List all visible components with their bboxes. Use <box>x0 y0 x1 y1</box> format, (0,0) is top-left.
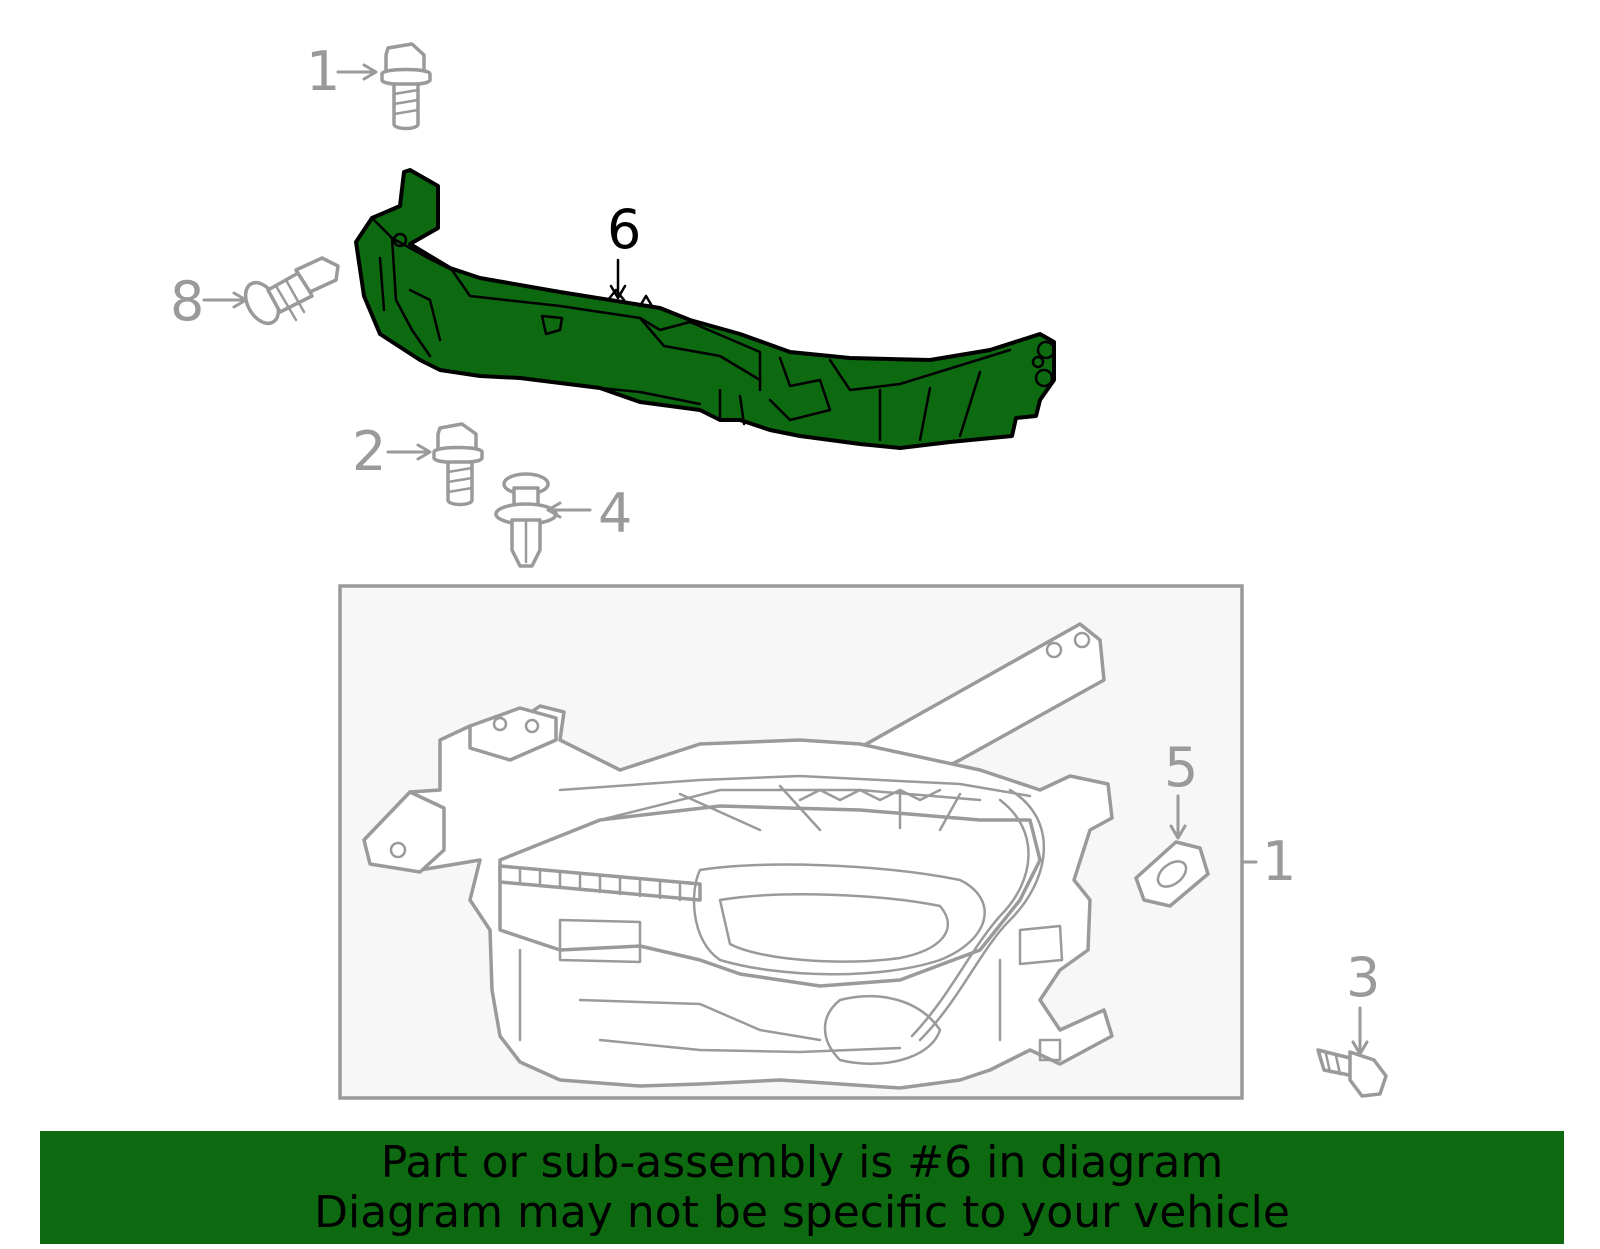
banner-line-2: Diagram may not be specific to your vehi… <box>314 1186 1290 1238</box>
callout-7-arrow <box>336 63 378 81</box>
part-8-push-clip[interactable] <box>239 256 340 329</box>
callout-2[interactable]: 2 <box>352 420 386 483</box>
part-7-bolt[interactable] <box>380 42 432 131</box>
callout-3[interactable]: 3 <box>1346 946 1380 1009</box>
callout-5[interactable]: 5 <box>1164 736 1198 799</box>
part-1-headlamp[interactable] <box>362 622 1114 1090</box>
info-banner: Part or sub-assembly is #6 in diagram Di… <box>40 1131 1564 1244</box>
callout-2-arrow <box>386 443 432 461</box>
callout-5-arrow <box>1169 794 1187 840</box>
callout-3-arrow <box>1351 1006 1369 1056</box>
callout-7[interactable]: 1 <box>306 40 340 103</box>
callout-1[interactable]: 1 <box>1262 830 1296 893</box>
callout-8-arrow <box>202 291 248 309</box>
part-6-bracket[interactable] <box>354 168 1056 450</box>
part-4-clip[interactable] <box>494 472 558 568</box>
part-2-bolt[interactable] <box>432 422 484 507</box>
callout-6[interactable]: 6 <box>607 198 641 261</box>
callout-4-arrow <box>546 501 592 519</box>
callout-8[interactable]: 8 <box>170 270 204 333</box>
part-5-clip-nut[interactable] <box>1134 840 1210 908</box>
banner-line-1: Part or sub-assembly is #6 in diagram <box>380 1136 1224 1188</box>
callout-6-arrow <box>609 258 627 300</box>
callout-4[interactable]: 4 <box>598 482 632 545</box>
part-3-bolt[interactable] <box>1316 1048 1388 1098</box>
